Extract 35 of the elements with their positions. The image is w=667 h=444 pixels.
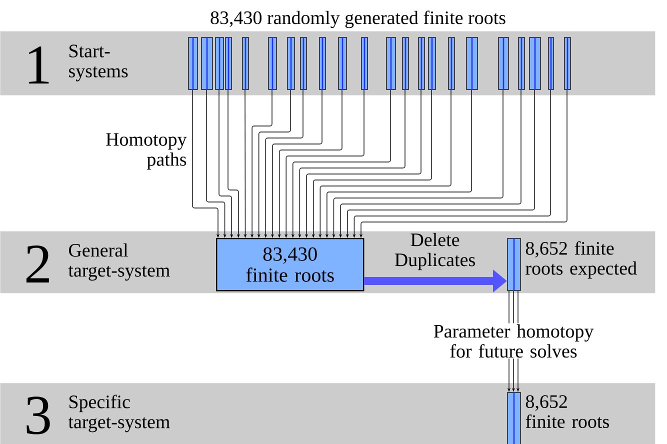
step-number: 3 (26, 396, 50, 434)
root-bar (338, 37, 347, 90)
root-bar (548, 37, 554, 90)
title: 83,430 randomly generated finite roots (210, 10, 506, 28)
root-bar (287, 37, 295, 90)
root-bar (402, 37, 409, 90)
root-bar (361, 37, 368, 90)
step-label: Start-systems (69, 44, 128, 82)
root-bar (529, 37, 541, 90)
root-bar (201, 37, 213, 90)
step-number: 1 (28, 46, 49, 84)
root-bar (268, 37, 277, 90)
root-bar (418, 37, 425, 90)
step-label: General target-system (68, 243, 170, 281)
roots-box: 83,430 finite roots (216, 238, 364, 292)
root-bar (188, 37, 198, 90)
root-bar (466, 37, 478, 90)
roots-caption: 8,652 finite roots (526, 395, 609, 428)
step-number: 2 (26, 245, 49, 283)
edge-label: Parameter homotopy for future solves (420, 323, 607, 359)
root-bar (518, 37, 525, 90)
root-bar (498, 37, 509, 90)
root-bar (386, 37, 396, 90)
root-bar (564, 37, 571, 90)
edge-label: Delete Duplicates (386, 232, 484, 272)
step-label: Specific target-system (68, 394, 170, 432)
root-bar (242, 37, 249, 90)
root-bar (300, 37, 307, 90)
root-bar (319, 37, 326, 90)
root-bar (448, 37, 455, 90)
roots-caption: 8,652 finite roots expected (526, 241, 637, 279)
annotation: Homotopy paths (106, 133, 187, 170)
root-bar (428, 37, 436, 90)
root-bar (215, 37, 224, 90)
root-bar (225, 37, 232, 90)
